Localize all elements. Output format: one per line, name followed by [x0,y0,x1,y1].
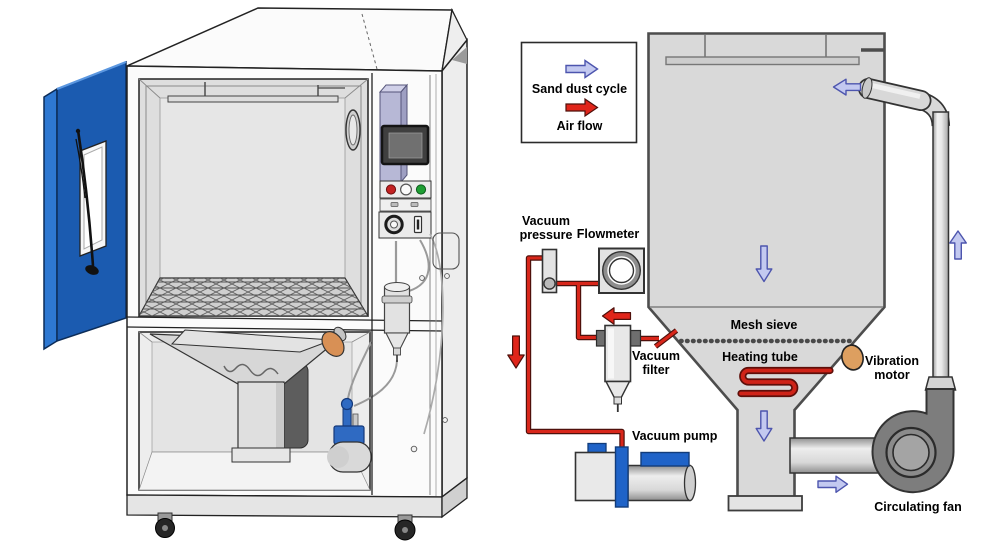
label-mesh-sieve: Mesh sieve [730,318,798,332]
arrow-up-pipe [949,230,967,260]
label-vibration-motor: Vibration motor [865,354,919,382]
white-button[interactable] [400,183,413,196]
arrow-down-neck [755,410,773,442]
red-indicator [385,184,397,195]
inline-filter [381,282,413,362]
legend-sand-dust-arrow [565,59,599,79]
porthole [345,109,361,151]
arrow-left-filter [601,307,632,325]
return-pipe [858,77,951,379]
chamber-door [43,60,127,351]
legend-box [520,41,638,144]
window-wiper [75,128,99,275]
legend-air-flow-arrow [565,97,599,118]
test-chamber-opening [137,78,370,317]
indicator-panel [379,180,432,199]
control-column [371,73,460,496]
knob-panel [378,211,432,239]
circulating-fan-unit [871,388,955,494]
label-circulating-fan: Circulating fan [874,500,962,514]
lower-compartment [138,326,398,491]
flowmeter-device [598,247,645,294]
arrow-down-vacuum-line [507,335,525,369]
top-baffle [665,35,884,66]
machine-vibration-motor [321,326,347,357]
machine-pump-unit [327,341,398,473]
label-heating-tube: Heating tube [722,350,798,364]
spray-bar [167,82,345,103]
arrow-down-chamber [755,245,773,283]
label-vacuum-filter: Vacuum filter [632,349,680,377]
funnel-tray [170,329,333,353]
arrow-left-inlet [832,78,862,96]
vacuum-pressure-sensor [541,248,558,294]
vibration-motor-ball [841,344,864,371]
switch-panel [379,198,432,212]
air-flow-piping [525,255,679,448]
touchscreen[interactable] [380,124,430,166]
air-flow-arrows [507,307,632,369]
label-vacuum-pressure: Vacuum pressure [519,214,573,242]
legend-label-air-flow: Air flow [556,119,603,133]
vacuum-filter-device [595,324,642,412]
label-flowmeter: Flowmeter [576,227,640,241]
vacuum-pump-device [574,442,697,508]
floor-grate [137,277,370,317]
machine-illustration [43,7,468,541]
cabinet-top [126,7,453,72]
sand-dust-cycle-arrows [755,78,967,493]
arrow-right-duct [817,475,849,493]
legend-label-sand-dust-cycle: Sand dust cycle [531,82,628,96]
base [126,476,468,541]
caster-wheel [155,512,175,538]
label-vacuum-pump: Vacuum pump [632,429,718,443]
heating-tube-coil [737,366,834,398]
caster-wheel [394,514,416,541]
green-indicator [415,184,427,195]
process-diagram [507,32,967,512]
